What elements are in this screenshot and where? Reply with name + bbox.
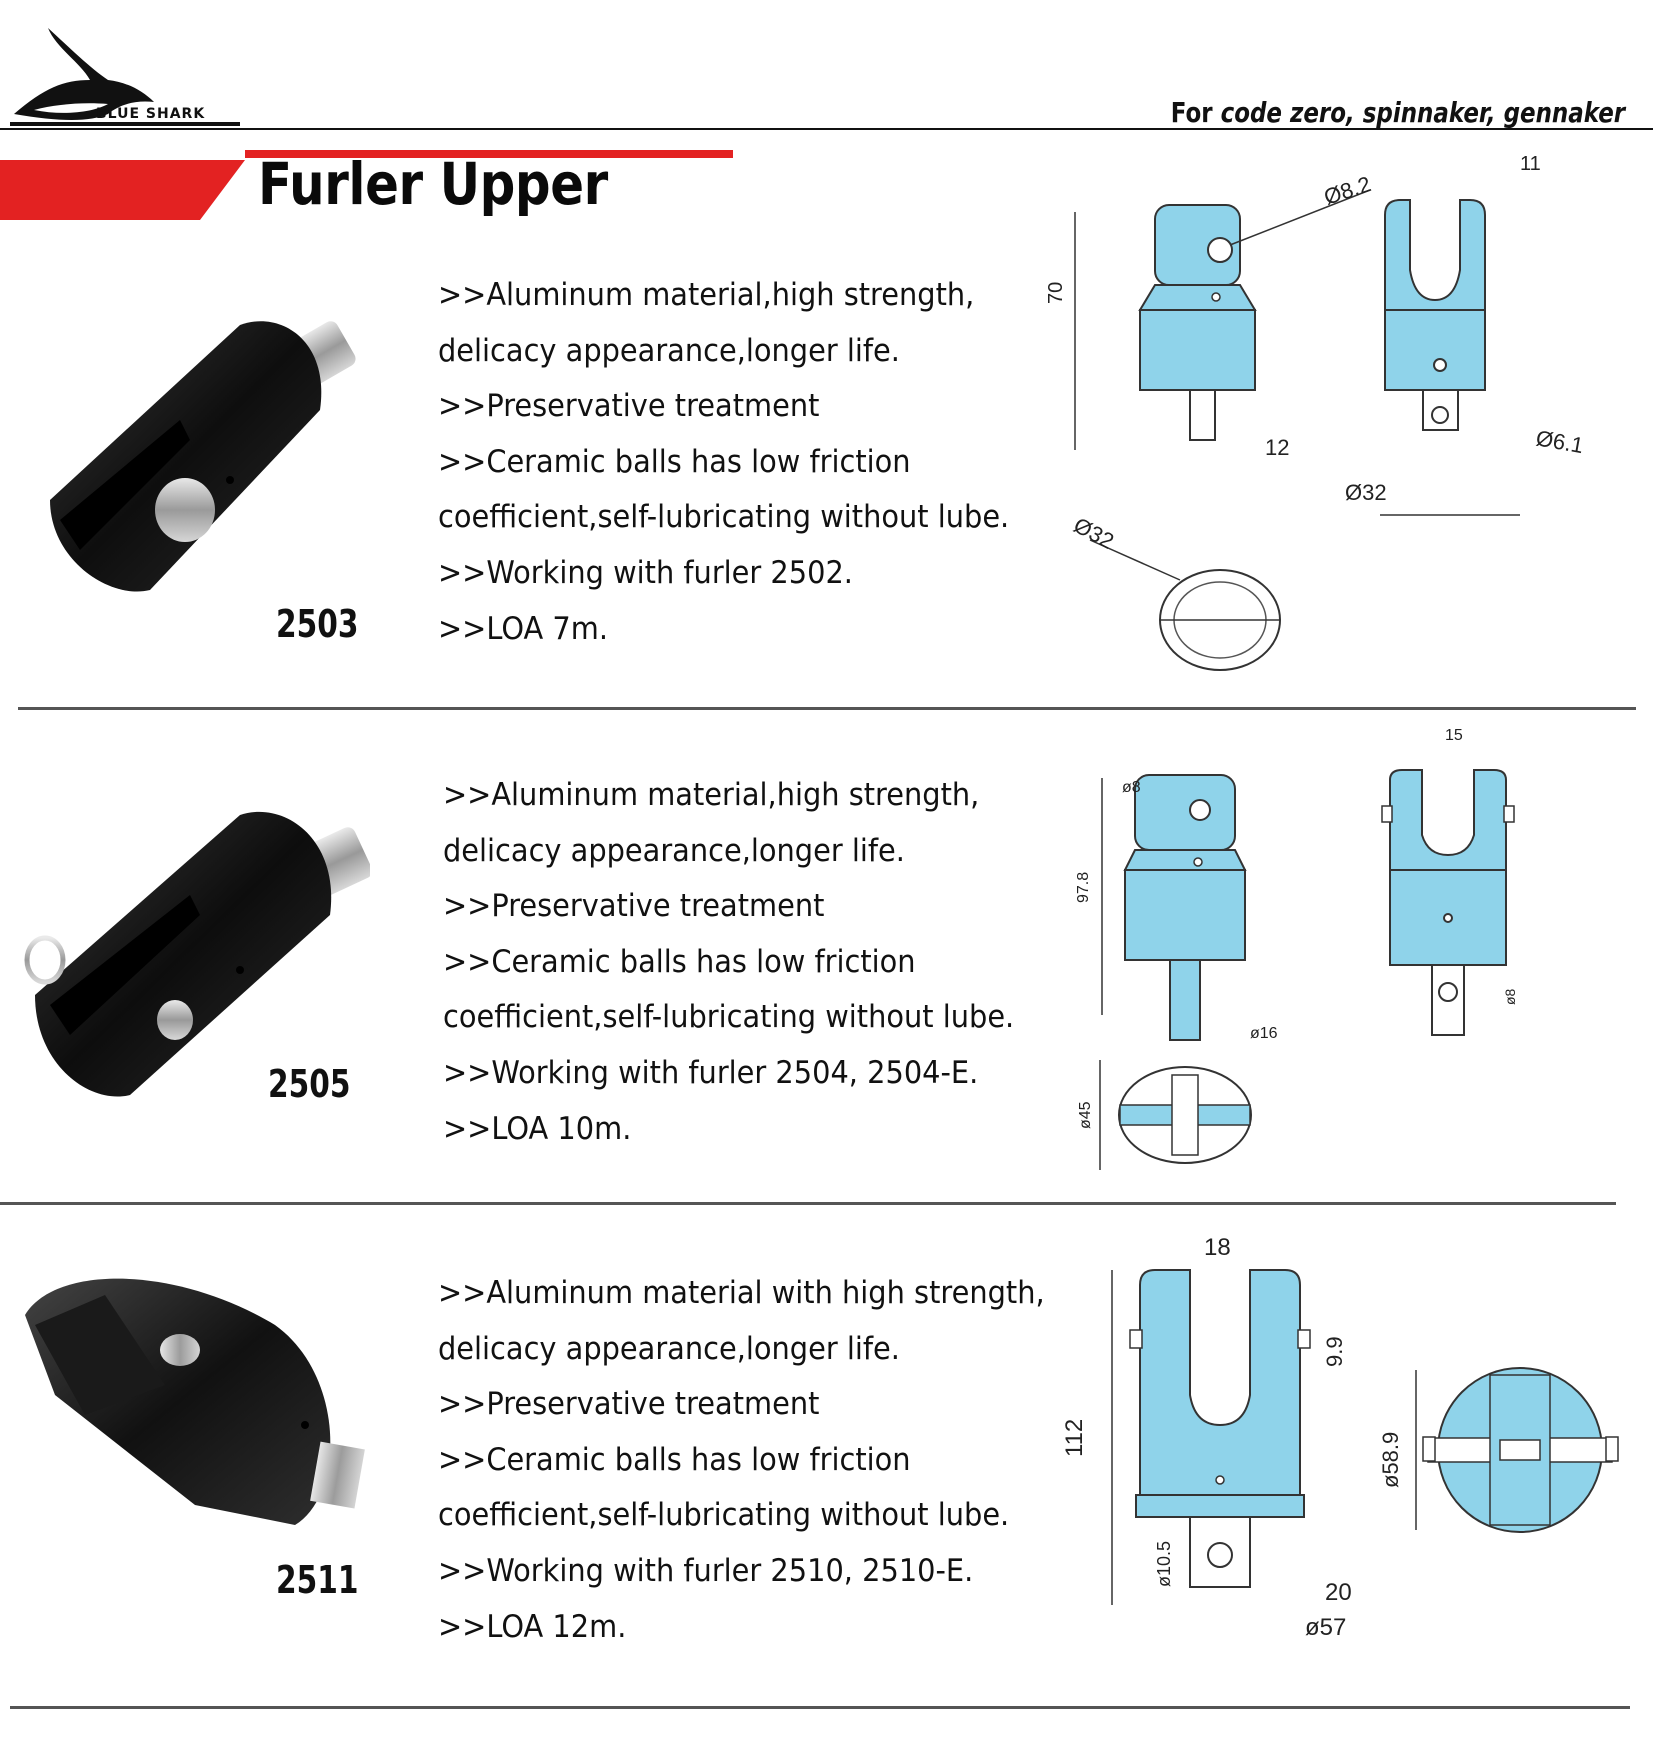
dim-body: ø57 [1305, 1614, 1346, 1641]
feature-line: >>Working with furler 2502. [438, 554, 853, 591]
dim-hole: ø8 [1122, 779, 1141, 796]
dim-height: 70 [1045, 282, 1067, 304]
dim-shaft: ø16 [1250, 1025, 1278, 1042]
feature-line: delicacy appearance,longer life. [443, 832, 905, 869]
blue-shark-logo [10, 28, 240, 126]
feature-list: >>Aluminum material with high strength, … [438, 1266, 1078, 1655]
section-divider [0, 1202, 1616, 1205]
model-number: 2505 [268, 1062, 351, 1106]
dim-top: ø45 [1077, 1101, 1094, 1129]
feature-list: >>Aluminum material,high strength, delic… [438, 268, 1078, 657]
feature-line: >>Preservative treatment [438, 388, 820, 425]
dim-slot-depth: 9.9 [1322, 1336, 1347, 1367]
feature-line: >>LOA 10m. [443, 1110, 632, 1147]
feature-line: >>LOA 7m. [438, 610, 609, 647]
header-rule [0, 128, 1653, 130]
product-photo-2503 [50, 321, 356, 592]
section-divider [18, 707, 1636, 710]
feature-line: >>Ceramic balls has low friction [443, 943, 916, 980]
dim-top: Ø32 [1070, 512, 1118, 554]
tagline-items: code zero, spinnaker, gennaker [1220, 96, 1625, 129]
model-number: 2511 [276, 1558, 359, 1602]
dim-body: Ø32 [1345, 480, 1387, 505]
dim-shaft: ø10.5 [1154, 1541, 1174, 1587]
model-number: 2503 [276, 602, 359, 646]
feature-line: >>Working with furler 2504, 2504-E. [443, 1054, 979, 1091]
dim-pin: ø8 [1502, 988, 1518, 1005]
feature-line: >>Aluminum material,high strength, [438, 277, 975, 313]
feature-line: coefficient,self-lubricating without lub… [438, 1497, 1010, 1534]
technical-drawing-2511: 18 9.9 112 ø10.5 20 ø57 ø58.9 [1061, 1234, 1619, 1641]
feature-line: delicacy appearance,longer life. [438, 332, 900, 369]
dim-slot: 11 [1520, 153, 1541, 175]
dim-tab: 20 [1325, 1579, 1352, 1606]
technical-drawing-2505: ø8 97.8 ø16 15 ø8 ø45 [1075, 727, 1518, 1170]
dim-pin: Ø6.1 [1534, 425, 1585, 458]
product-photo-2505 [24, 811, 370, 1097]
dim-shaft: 12 [1265, 435, 1289, 460]
feature-line: >>Aluminum material,high strength, [443, 777, 980, 813]
feature-line: >>Aluminum material with high strength, [438, 1275, 1045, 1311]
product-photo-2511 [25, 1278, 365, 1525]
feature-line: >>Preservative treatment [443, 888, 825, 925]
technical-drawing-2503: 70 Ø8.2 12 11 Ø6.1 Ø32 Ø32 [1045, 153, 1585, 671]
feature-line: coefficient,self-lubricating without lub… [443, 999, 1015, 1036]
feature-line: >>Preservative treatment [438, 1386, 820, 1423]
tagline-prefix: For [1170, 96, 1213, 129]
feature-line: >>Working with furler 2510, 2510-E. [438, 1552, 974, 1589]
dim-slot: 18 [1204, 1234, 1231, 1261]
dim-top: ø58.9 [1378, 1432, 1403, 1488]
page-title: Furler Upper [258, 150, 608, 218]
feature-line: >>LOA 12m. [438, 1608, 627, 1645]
section-divider [10, 1706, 1630, 1709]
logo-text: BLUE SHARK [96, 106, 206, 122]
tagline: For code zero, spinnaker, gennaker [1171, 96, 1625, 129]
dim-hole: Ø8.2 [1321, 171, 1374, 210]
dim-height: 112 [1061, 1419, 1088, 1457]
feature-line: coefficient,self-lubricating without lub… [438, 499, 1010, 536]
feature-line: >>Ceramic balls has low friction [438, 1441, 911, 1478]
title-red-band [0, 150, 733, 220]
feature-line: >>Ceramic balls has low friction [438, 443, 911, 480]
dim-height: 97.8 [1075, 872, 1092, 903]
feature-line: delicacy appearance,longer life. [438, 1330, 900, 1367]
dim-slot: 15 [1445, 727, 1463, 744]
feature-list: >>Aluminum material,high strength, delic… [443, 768, 1083, 1157]
